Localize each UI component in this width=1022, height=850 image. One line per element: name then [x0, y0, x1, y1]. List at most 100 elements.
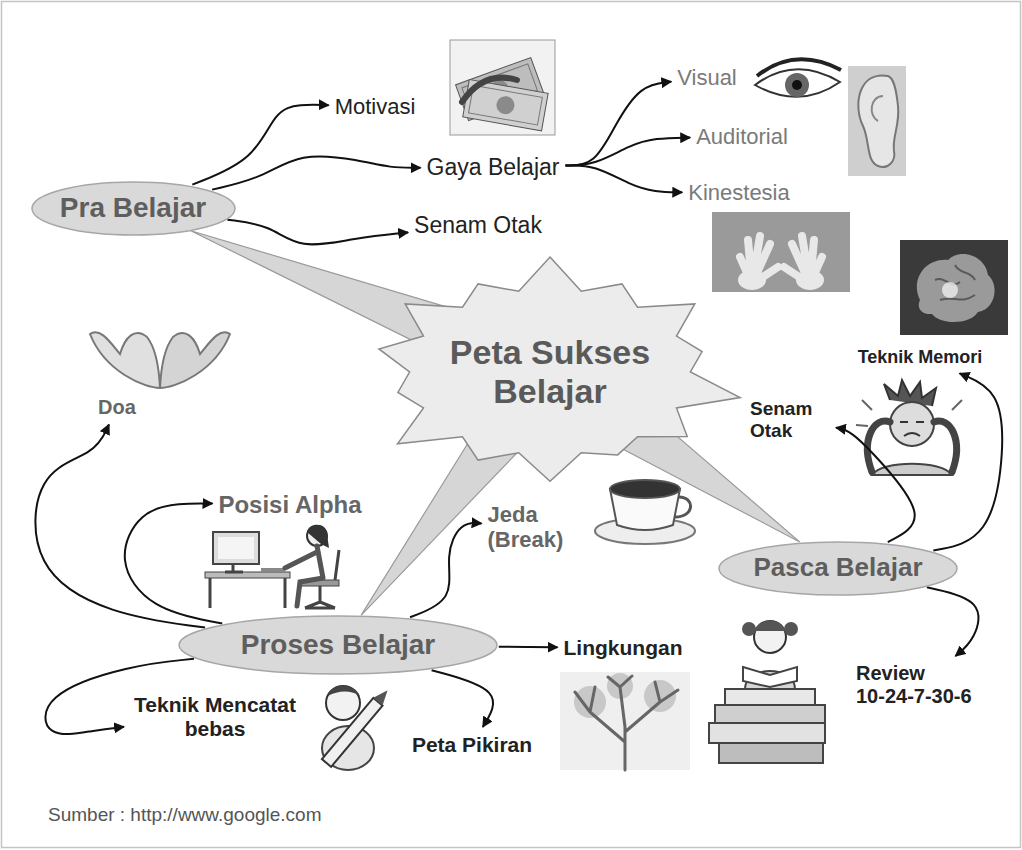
branch-arrow [192, 105, 328, 185]
brain-picture-part [917, 254, 995, 322]
node-text: Pra Belajar [60, 192, 206, 224]
phase-ellipse: Proses Belajar [178, 615, 498, 675]
books-girl-picture-part [754, 621, 786, 653]
branch-arrow [927, 587, 979, 656]
hands-picture-part [738, 270, 766, 290]
praying-hands-picture-part [160, 332, 230, 388]
money-picture [450, 40, 555, 135]
style-label: Auditorial [694, 122, 790, 151]
branch-arrow [933, 373, 1002, 550]
brain-picture-part [900, 240, 1008, 335]
starburst-outline [379, 257, 740, 481]
money-picture-part-part [469, 85, 543, 125]
node-text: Pasca Belajar [753, 553, 922, 583]
node-text: Doa [98, 396, 136, 419]
source-caption: Sumber : http://www.google.com [48, 804, 322, 826]
branch-arrow [125, 503, 222, 623]
coffee-cup-picture [595, 480, 695, 544]
computer-desk-picture-part [210, 578, 285, 608]
writing-boy-picture-part [328, 686, 360, 697]
ear-picture-part [858, 76, 898, 167]
writing-boy-picture-part-part [322, 698, 383, 767]
branch-arrow [410, 523, 481, 617]
tree-picture [560, 672, 690, 770]
node-text: Senam Otak [414, 212, 542, 238]
praying-hands-picture-part [90, 332, 160, 388]
branch-label: Senam Otak [412, 210, 544, 240]
node-text: Senam Otak [750, 398, 830, 442]
branch-arrow [227, 220, 408, 245]
eye-picture [755, 59, 841, 97]
branch-label: Doa [96, 394, 138, 421]
computer-desk-picture-part [213, 532, 259, 564]
phase-ellipse: Pra Belajar [31, 181, 236, 236]
stressed-person-picture [856, 380, 962, 475]
ear-picture [848, 66, 906, 176]
eye-picture-part [755, 69, 840, 97]
ellipse-outline [719, 542, 957, 595]
node-text: Lingkungan [564, 636, 683, 660]
stressed-person-picture-part [867, 421, 956, 472]
writing-boy-picture-part-part [373, 686, 392, 705]
writing-boy-picture [322, 686, 392, 771]
ear-picture-part [848, 66, 906, 176]
branch-label: Lingkungan [562, 634, 685, 662]
computer-desk-picture-part [285, 546, 323, 606]
coffee-cup-picture-part [675, 497, 691, 517]
phase-ellipse: Pasca Belajar [718, 541, 958, 596]
node-text: Proses Belajar [241, 629, 436, 661]
money-picture-part [450, 40, 555, 135]
node-text: Review 10-24-7-30-6 [856, 662, 984, 708]
books-girl-picture-part [742, 622, 756, 636]
hands-picture-part [796, 270, 824, 290]
branch-arrow [499, 646, 558, 649]
node-text: Gaya Belajar [427, 154, 560, 180]
branch-label: Teknik Memori [856, 345, 985, 370]
books-girl-picture-part [709, 723, 825, 743]
branch-arrow [432, 670, 493, 727]
node-text: Peta Pikiran [412, 733, 532, 757]
books-girl-picture-part [755, 621, 785, 632]
eye-picture-part [792, 80, 802, 90]
branch-arrow [35, 425, 205, 628]
branch-label: Jeda (Break) [486, 500, 585, 555]
money-picture-part-part [495, 95, 516, 116]
praying-hands-picture [90, 332, 230, 388]
computer-desk-picture-part [205, 572, 290, 578]
computer-desk-picture-part [218, 537, 254, 559]
books-girl-picture [709, 621, 825, 764]
branch-arrow [565, 138, 690, 166]
node-text: Kinestesia [688, 180, 790, 205]
books-girl-picture-part [784, 622, 798, 636]
brain-picture-part [942, 282, 958, 298]
branch-label: Senam Otak [748, 396, 832, 444]
books-girl-picture-part [715, 705, 825, 723]
ellipse-outline [32, 182, 235, 235]
books-girl-picture-part [725, 689, 815, 705]
computer-desk-picture-part [261, 568, 285, 572]
writing-boy-picture-part [322, 686, 392, 766]
hands-picture [712, 212, 850, 292]
node-text: Posisi Alpha [218, 491, 361, 519]
style-label: Visual [675, 63, 739, 92]
central-starburst: Peta Sukses Belajar [355, 257, 745, 487]
hands-picture-part [712, 212, 850, 292]
branch-label: Motivasi [333, 92, 418, 121]
node-text: Teknik Mencatat bebas [130, 693, 300, 741]
writing-boy-picture-part [326, 686, 360, 720]
money-picture-part [462, 78, 517, 102]
branch-label: Review 10-24-7-30-6 [854, 660, 986, 710]
tree-picture-part [560, 672, 690, 770]
books-girl-picture-part [719, 743, 823, 763]
node-text: Auditorial [696, 124, 788, 149]
branch-label: Peta Pikiran [410, 731, 534, 759]
node-text: Motivasi [335, 94, 416, 119]
brain-picture-part [935, 265, 975, 300]
branch-arrow [212, 156, 420, 189]
stressed-person-picture-part [890, 402, 934, 446]
ear-picture-part [872, 96, 883, 121]
stressed-person-picture-part [856, 400, 962, 426]
node-text: Jeda (Break) [488, 502, 583, 553]
node-text: Peta Sukses Belajar [425, 333, 675, 411]
